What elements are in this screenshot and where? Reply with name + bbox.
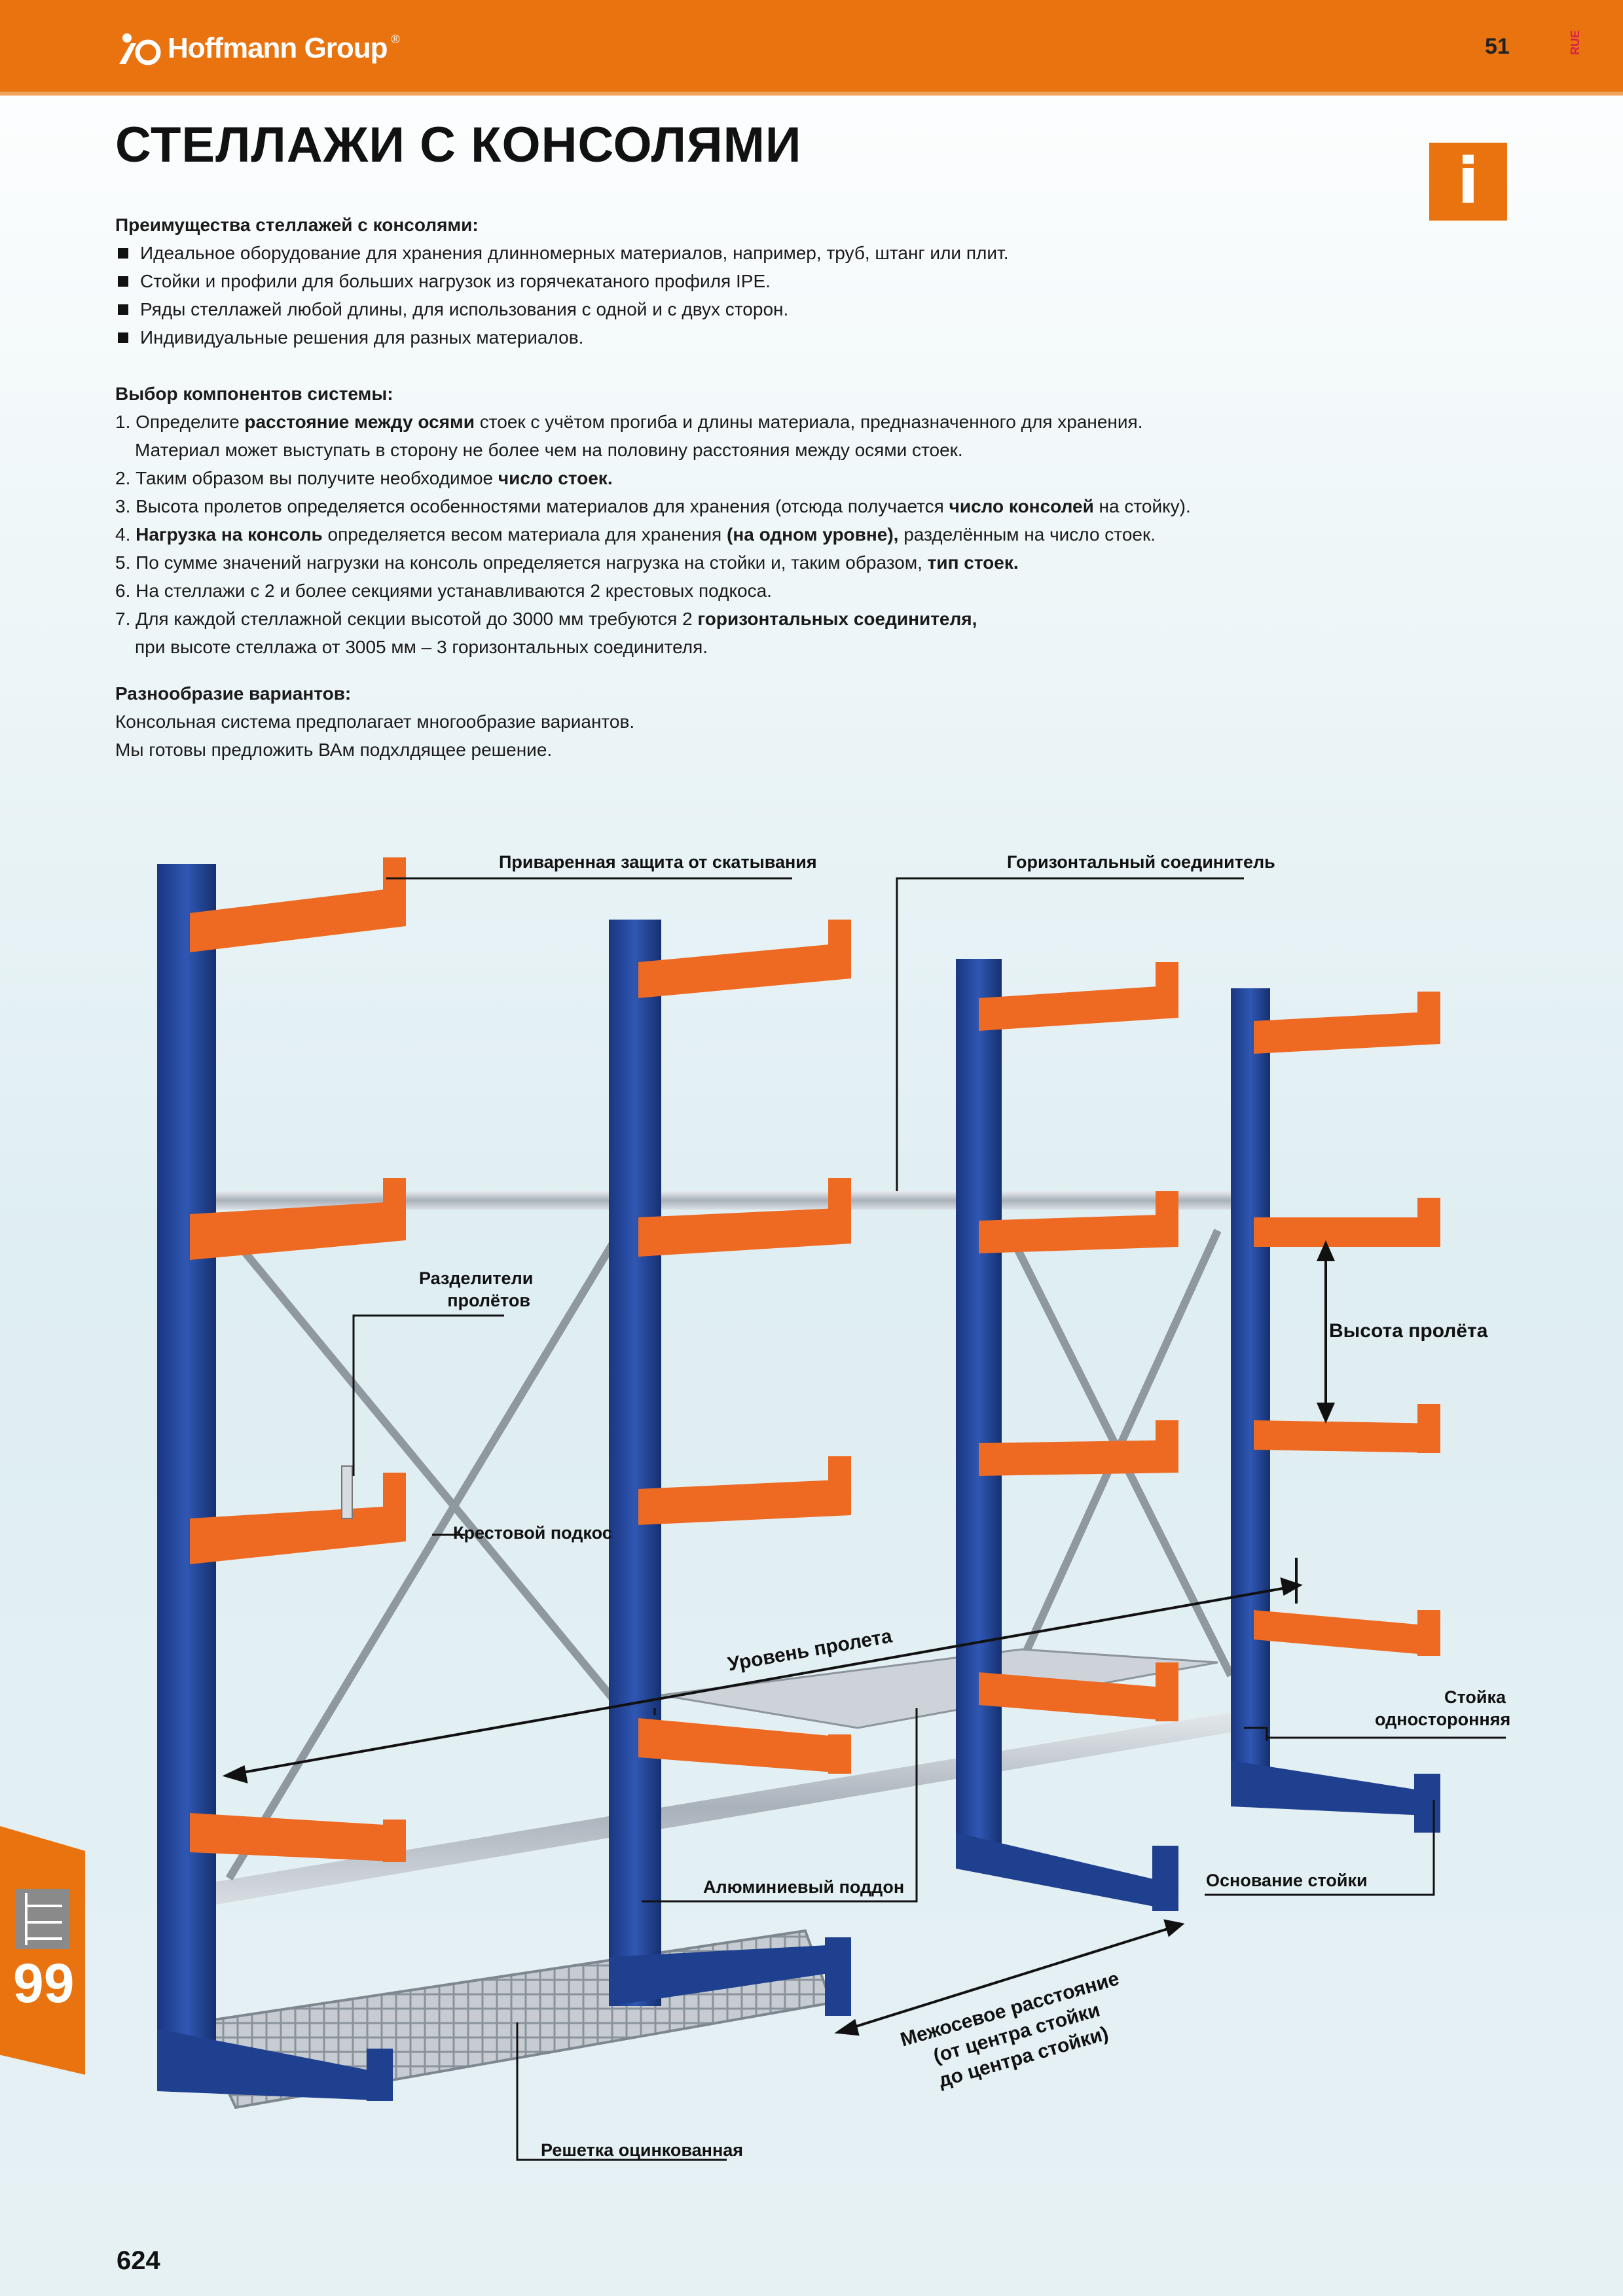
variants-section: Разнообразие вариантов: Консольная систе… [115, 679, 1425, 764]
section-number: 99 [13, 1952, 75, 2014]
selection-step-5: 5. По сумме значений нагрузки на консоль… [115, 552, 1019, 573]
dimension-arrows [222, 1240, 1336, 2036]
label-welded-guard: Приваренная защита от скатывания [499, 852, 817, 872]
header-bar [0, 0, 1623, 92]
selection-step-3: 3. Высота пролетов определяется особенно… [115, 496, 1191, 516]
header-divider [0, 92, 1623, 96]
registered-mark: ® [391, 32, 400, 46]
selection-step-7-note: при высоте стеллажа от 3005 мм – 3 гориз… [135, 637, 708, 657]
label-span-height: Высота пролёта [1329, 1320, 1488, 1342]
label-upright-base: Основание стойки [1206, 1871, 1368, 1890]
variants-line: Мы готовы предложить ВАм подхлдящее реше… [115, 740, 553, 760]
label-aluminium-pallet: Алюминиевый поддон [703, 1877, 905, 1897]
selection-step-1: 1. Определите расстояние между осями сто… [115, 412, 1143, 432]
cantilever-rack-illustration [157, 857, 1506, 2161]
section-tab[interactable] [0, 1826, 85, 2075]
span-divider [341, 1465, 353, 1519]
advantage-item: Индивидуальные решения для разных матери… [115, 323, 1425, 351]
selection-heading: Выбор компонентов системы: [115, 384, 393, 404]
brand-logo[interactable]: Hoffmann Group ® [117, 29, 400, 68]
aluminium-pallet [661, 1648, 1218, 1729]
brand-name: Hoffmann Group [168, 32, 388, 64]
selection-step-1-note: Материал может выступать в сторону не бо… [135, 440, 963, 460]
leader-lines [352, 877, 1506, 2161]
page-title: СТЕЛЛАЖИ С КОНСОЛЯМИ [115, 117, 802, 173]
advantages-section: Преимущества стеллажей с консолями: Идеа… [115, 211, 1425, 351]
catalog-page-number: 51 [1485, 34, 1510, 59]
selection-step-7: 7. Для каждой стеллажной секции высотой … [115, 609, 977, 629]
label-horizontal-connector: Горизонтальный соединитель [1007, 852, 1275, 872]
advantages-heading: Преимущества стеллажей с консолями: [115, 215, 479, 235]
footer-page-number: 624 [117, 2246, 160, 2275]
selection-step-4: 4. Нагрузка на консоль определяется весо… [115, 524, 1156, 545]
cantilever-arms [190, 857, 1440, 1862]
label-cross-brace: Крестовой подкос [453, 1523, 612, 1543]
label-galvanized-grid: Решетка оцинкованная [541, 2140, 744, 2160]
language-tag: RUE [1569, 29, 1582, 55]
upright-columns [157, 864, 1270, 2088]
hoffmann-logo-icon [119, 33, 161, 65]
upright-bases [157, 1761, 1440, 2101]
rack-icon [16, 1889, 69, 1949]
selection-step-2: 2. Таким образом вы получите необходимое… [115, 468, 613, 488]
selection-step-6: 6. На стеллажи с 2 и более секциями уста… [115, 581, 772, 601]
variants-line: Консольная система предполагает многообр… [115, 711, 635, 732]
variants-heading: Разнообразие вариантов: [115, 683, 352, 704]
advantage-item: Идеальное оборудование для хранения длин… [115, 239, 1425, 267]
advantage-item: Ряды стеллажей любой длины, для использо… [115, 295, 1425, 323]
advantage-item: Стойки и профили для больших нагрузок из… [115, 267, 1425, 295]
selection-section: Выбор компонентов системы: 1. Определите… [115, 380, 1425, 661]
info-icon: i [1429, 143, 1507, 221]
